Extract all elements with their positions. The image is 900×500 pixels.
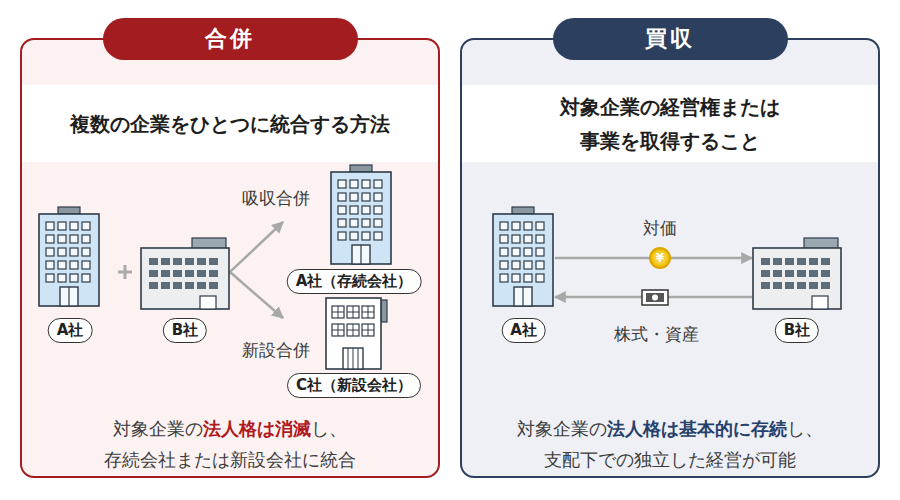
company-box: A社 bbox=[38, 205, 102, 343]
definition-band: 対象企業の経営権または 事業を取得すること bbox=[462, 85, 878, 162]
company-box: A社 bbox=[492, 205, 555, 343]
comparison-panel: 合併対象企業の法人格は消滅し、 存続会社または新設会社に統合複数の企業をひとつに… bbox=[20, 38, 440, 478]
edge-label: 新設合併 bbox=[226, 339, 326, 362]
company-label: A社 bbox=[501, 318, 546, 343]
highlight-text: 法人格は消滅 bbox=[203, 418, 311, 439]
edge-label: 株式・資産 bbox=[596, 323, 716, 346]
edge-label: 対価 bbox=[620, 217, 700, 240]
company-label: C社（新設会社） bbox=[287, 373, 421, 398]
summary-text: 対象企業の法人格は消滅し、 存続会社または新設会社に統合 bbox=[22, 413, 438, 475]
plain-text: 対象企業の bbox=[517, 418, 607, 439]
company-label: A社 bbox=[48, 318, 93, 343]
edge-label: 吸収合併 bbox=[226, 187, 326, 210]
currency-symbol: ¥ bbox=[650, 249, 670, 267]
summary-text: 対象企業の法人格は基本的に存続し、 支配下での独立した経営が可能 bbox=[462, 413, 878, 475]
company-label: B社 bbox=[163, 318, 207, 343]
panel-heading: 買収 bbox=[553, 18, 788, 60]
panel-heading: 合併 bbox=[103, 18, 358, 60]
plain-text: 対象企業の bbox=[113, 418, 203, 439]
company-label: B社 bbox=[775, 318, 819, 343]
connector-arrow bbox=[555, 257, 752, 260]
company-box: A社（存続会社） bbox=[283, 165, 425, 294]
company-label: A社（存続会社） bbox=[287, 269, 422, 294]
connector-arrow bbox=[230, 272, 283, 318]
comparison-panel: 買収対象企業の法人格は基本的に存続し、 支配下での独立した経営が可能対象企業の経… bbox=[460, 38, 880, 478]
highlight-text: 法人格は基本的に存続 bbox=[607, 418, 787, 439]
definition-text: 複数の企業をひとつに統合する方法 bbox=[22, 107, 438, 141]
company-box: B社 bbox=[140, 236, 230, 343]
definition-band: 複数の企業をひとつに統合する方法 bbox=[22, 85, 438, 162]
connector-arrow bbox=[555, 296, 752, 299]
company-box: B社 bbox=[752, 236, 842, 343]
connector-arrow bbox=[230, 222, 283, 272]
definition-text: 対象企業の経営権または 事業を取得すること bbox=[462, 90, 878, 158]
